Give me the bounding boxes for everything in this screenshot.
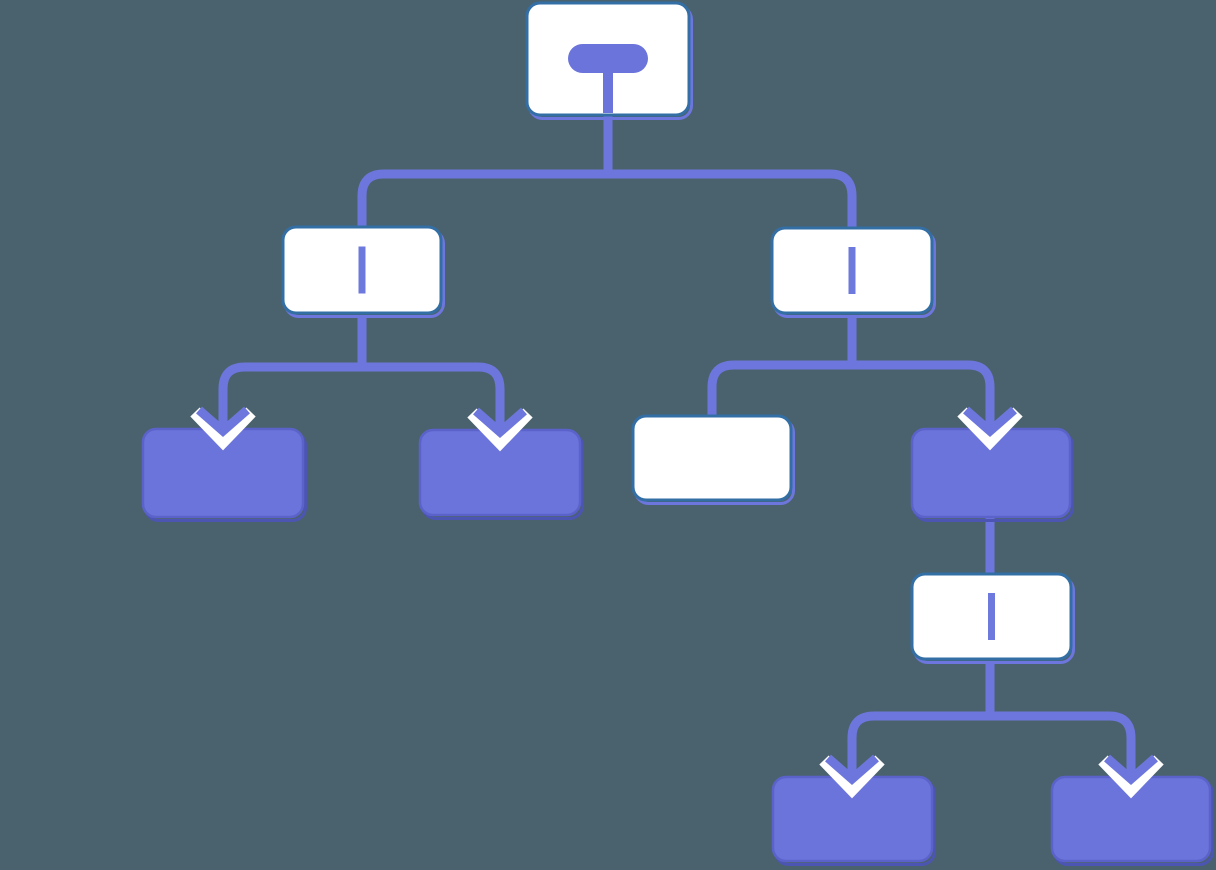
- divider-bar: [848, 247, 856, 294]
- chevron-down-icon: [473, 407, 527, 438]
- chevron-outline-icon: [819, 755, 885, 799]
- arrow-into-leaf-bottom-b: [1098, 753, 1164, 799]
- node-branch-bottom: [910, 572, 1075, 664]
- arrow-into-leaf-left-b: [467, 406, 533, 452]
- edge-bottom-subtree: [847, 711, 1136, 757]
- node-branch-right: [770, 226, 936, 318]
- chevron-outline-icon: [467, 408, 533, 452]
- arrow-into-leaf-bottom-a: [819, 753, 885, 799]
- edge-right-subtree: [707, 360, 995, 419]
- chevron-down-icon: [963, 406, 1017, 437]
- chevron-outline-icon: [1098, 755, 1164, 799]
- divider-bar: [988, 593, 995, 640]
- edge-left-subtree: [218, 362, 505, 410]
- chevron-outline-icon: [957, 407, 1023, 451]
- chevron-down-icon: [1104, 754, 1158, 785]
- chevron-down-icon: [825, 754, 879, 785]
- pill-placeholder: [568, 44, 648, 73]
- edge-level2-tree: [357, 169, 857, 231]
- pill-stem: [603, 69, 613, 113]
- node-child-plain: [631, 414, 795, 505]
- divider-bar: [358, 246, 366, 294]
- node-card-child-plain[interactable]: [631, 414, 793, 502]
- node-root: [525, 1, 693, 120]
- node-branch-left: [281, 225, 445, 318]
- chevron-down-icon: [196, 406, 250, 437]
- arrow-into-leaf-left-a: [190, 405, 256, 451]
- arrow-into-child-purple: [957, 405, 1023, 451]
- chevron-outline-icon: [190, 407, 256, 451]
